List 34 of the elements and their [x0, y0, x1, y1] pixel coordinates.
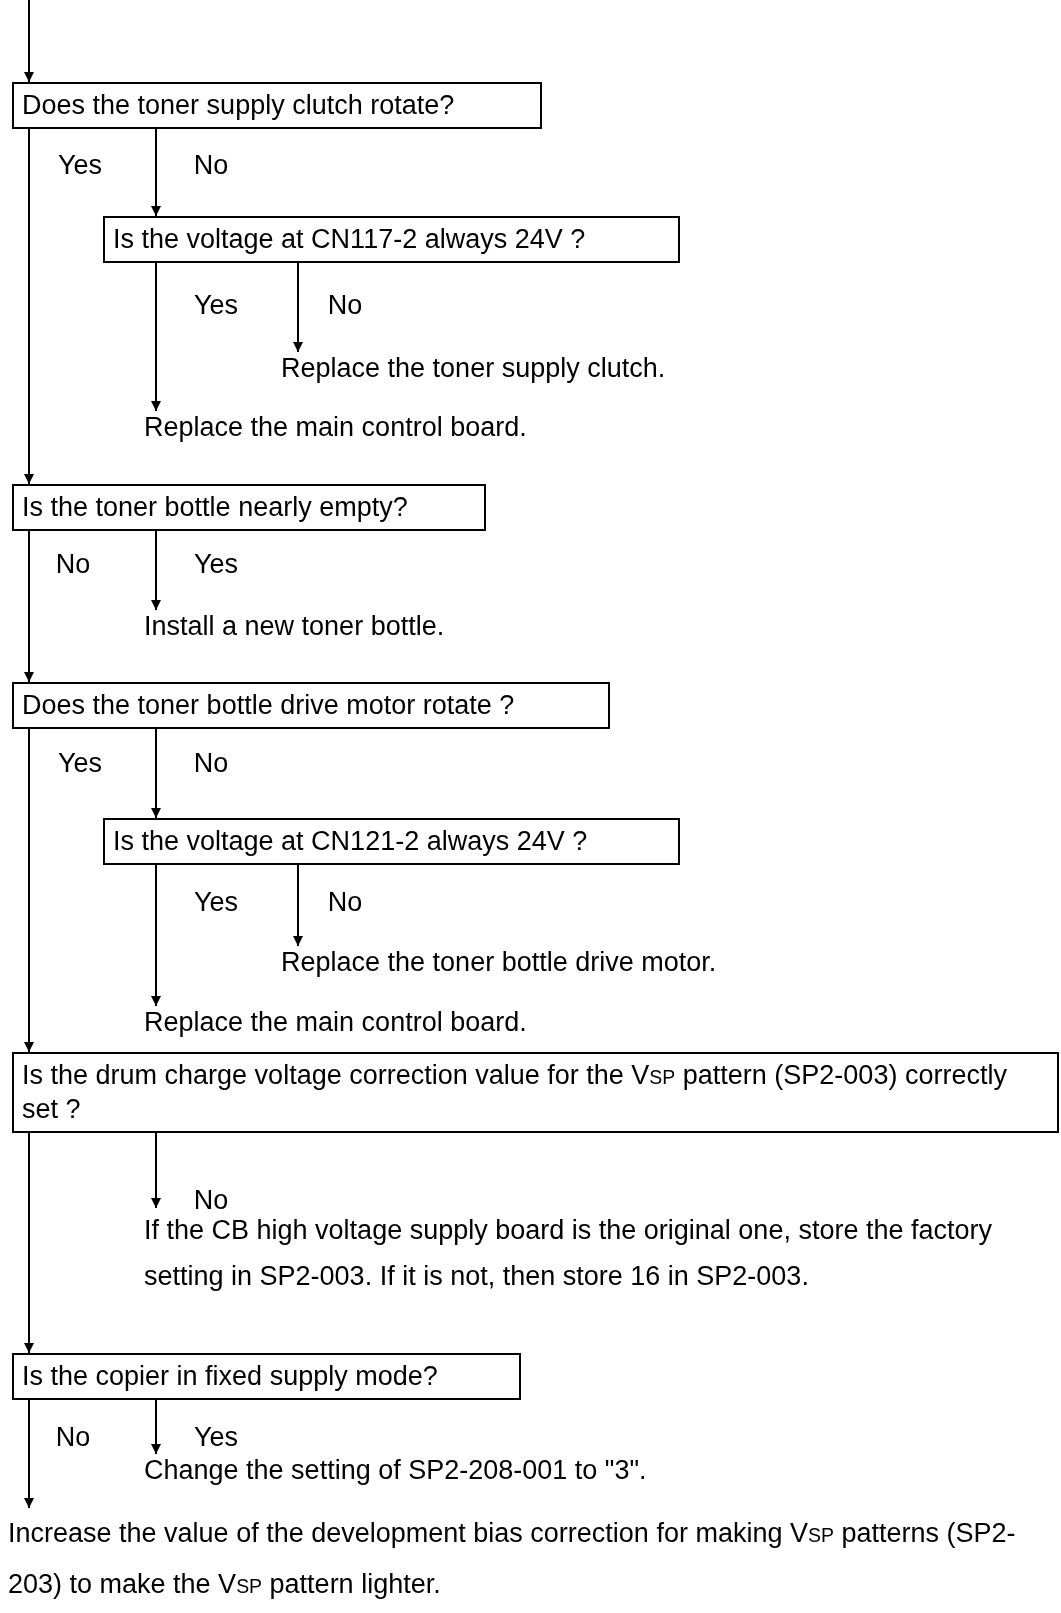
- action-text: Replace the toner bottle drive motor.: [281, 946, 841, 979]
- action-text: Change the setting of SP2-208-001 to "3".: [144, 1454, 744, 1487]
- arrow: [151, 728, 161, 819]
- arrow: [151, 128, 161, 217]
- action-text: Install a new toner bottle.: [144, 610, 644, 643]
- arrow: [151, 262, 161, 412]
- arrow: [293, 262, 303, 353]
- question-text: Is the copier in fixed supply mode?: [22, 1360, 439, 1393]
- arrow: [151, 864, 161, 1007]
- arrow: [24, 1399, 34, 1509]
- arrow: [24, 0, 34, 83]
- decision-box: [12, 682, 610, 729]
- arrow: [24, 728, 34, 1053]
- decision-box: [12, 1353, 521, 1400]
- decision-box: [12, 484, 486, 531]
- question-text: Is the toner bottle nearly empty?: [22, 491, 409, 524]
- arrow: [293, 864, 303, 947]
- decision-box: [12, 1052, 1059, 1133]
- arrow: [151, 1132, 161, 1209]
- decision-box: [12, 82, 542, 129]
- arrow: [151, 530, 161, 611]
- decision-box: [103, 818, 680, 865]
- arrow: [151, 1399, 161, 1455]
- question-text: Does the toner supply clutch rotate?: [22, 89, 456, 122]
- action-text: Replace the main control board.: [144, 1006, 644, 1039]
- question-text: Does the toner bottle drive motor rotate ?: [22, 689, 516, 722]
- decision-box: [103, 216, 680, 263]
- action-text: Replace the toner supply clutch.: [281, 352, 781, 385]
- arrow: [24, 1132, 34, 1354]
- action-text: Replace the main control board.: [144, 411, 644, 444]
- arrow: [24, 128, 34, 485]
- arrow: [24, 530, 34, 683]
- question-text: Is the voltage at CN121-2 always 24V ?: [113, 825, 589, 858]
- question-text: Is the voltage at CN117-2 always 24V ?: [113, 223, 587, 256]
